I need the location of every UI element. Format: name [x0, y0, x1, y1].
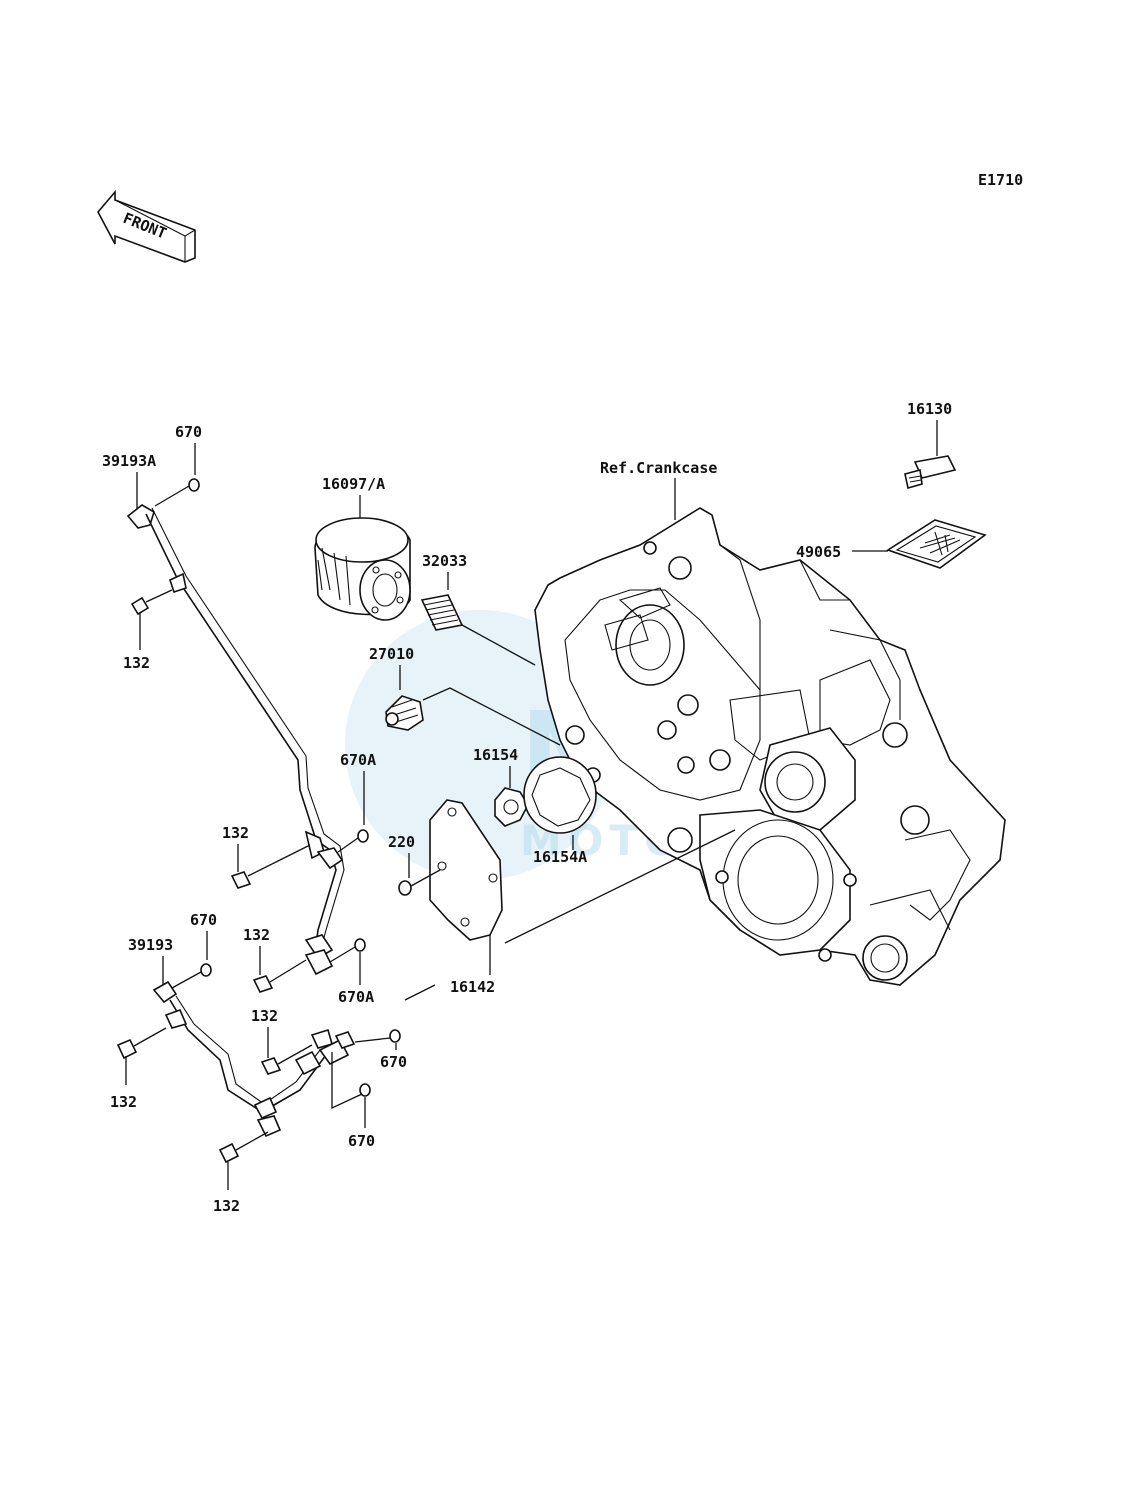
front-arrow-icon: FRONT [97, 189, 196, 263]
washer-670-mid: 670 [171, 911, 217, 989]
part-label-670-bottom: 670 [348, 1132, 375, 1150]
part-label-132-f: 132 [213, 1197, 240, 1215]
oil-pipe-39193A: 39193A [102, 452, 345, 976]
washer-670A-upper: 670A [337, 751, 376, 853]
part-label-670-right: 670 [380, 1053, 407, 1071]
part-label-132-a: 132 [123, 654, 150, 672]
bolt-132-f: 132 [213, 1131, 269, 1215]
part-label-132-e: 132 [251, 1007, 278, 1025]
part-label-220: 220 [388, 833, 415, 851]
decal-49065: 49065 [796, 519, 987, 569]
part-label-670-top: 670 [175, 423, 202, 441]
part-label-39193A: 39193A [102, 452, 156, 470]
oil-pipe-39193: 39193 [128, 936, 356, 1138]
oil-filter-16097A: 16097/A [314, 475, 411, 621]
part-label-132-c: 132 [243, 926, 270, 944]
part-label-39193: 39193 [128, 936, 173, 954]
valve-27010: 27010 [369, 645, 561, 746]
crankcase-ref-label: Ref.Crankcase [600, 459, 717, 477]
plug-16130: 16130 [904, 400, 957, 490]
screw-220: 220 [388, 833, 441, 896]
part-label-670-mid: 670 [190, 911, 217, 929]
diagram-code: E1710 [978, 171, 1023, 189]
part-label-27010: 27010 [369, 645, 414, 663]
rotor-inner-16154: 16154 [473, 746, 529, 827]
washer-670A-lower: 670A [329, 938, 374, 1006]
bolt-132-c: 132 [243, 926, 307, 993]
bolt-132-a: 132 [123, 589, 173, 672]
part-label-670A-upper: 670A [340, 751, 376, 769]
crankcase [534, 507, 1006, 986]
bolt-132-e: 132 [251, 1007, 313, 1075]
part-label-16154: 16154 [473, 746, 518, 764]
washer-670-top: 670 [154, 423, 202, 507]
part-label-132-b: 132 [222, 824, 249, 842]
spring-32033: 32033 [420, 552, 536, 666]
bolt-132-b: 132 [222, 824, 311, 889]
part-label-16142: 16142 [450, 978, 495, 996]
cover-16142: 16142 [429, 799, 736, 996]
washer-670-right: 670 [354, 984, 436, 1071]
part-label-16097A: 16097/A [322, 475, 385, 493]
part-label-16130: 16130 [907, 400, 952, 418]
washer-670-bottom: 670 [331, 1052, 375, 1150]
part-label-49065: 49065 [796, 543, 841, 561]
rotor-outer-16154A: 16154A [523, 756, 597, 866]
part-label-16154A: 16154A [533, 848, 587, 866]
part-label-32033: 32033 [422, 552, 467, 570]
part-label-132-d: 132 [110, 1093, 137, 1111]
part-label-670A-lower: 670A [338, 988, 374, 1006]
bolt-132-d: 132 [110, 1027, 167, 1111]
